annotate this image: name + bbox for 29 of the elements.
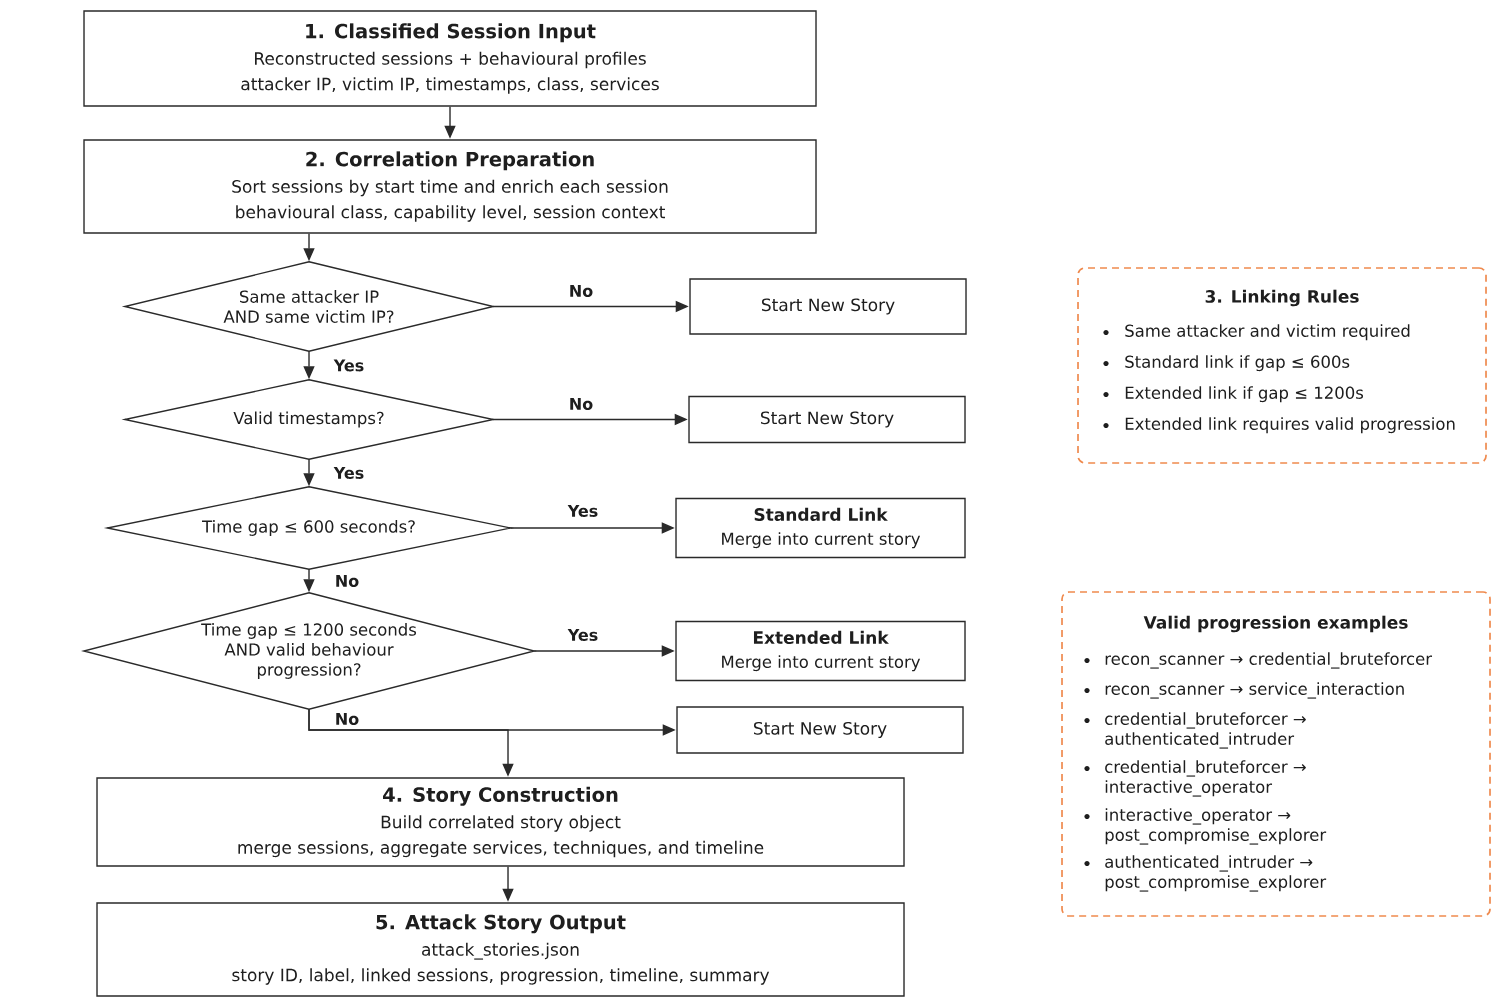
process-box: Start New Story bbox=[676, 706, 964, 754]
edge-label: No bbox=[567, 396, 595, 412]
process-box: Extended Link Merge into current story bbox=[675, 620, 966, 682]
edge-label: Yes bbox=[566, 627, 600, 643]
process-box: 2. Correlation Preparation Sort sessions by start time and enrich each session behavioural class, capability level, session context bbox=[83, 139, 817, 234]
edge-label: Yes bbox=[332, 358, 366, 373]
list-item: Extended link if gap ≤ 1200s bbox=[1125, 386, 1364, 403]
list-item: Extended link requires valid progression bbox=[1125, 417, 1455, 434]
edge-label: Yes bbox=[332, 465, 366, 481]
list-item: Standard link if gap ≤ 600s bbox=[1125, 355, 1350, 372]
panel-heading: 3. Linking Rules bbox=[1205, 289, 1359, 307]
edge-label: No bbox=[567, 283, 595, 299]
edge-label: No bbox=[333, 573, 361, 589]
edge-label: Yes bbox=[566, 503, 600, 519]
process-box: Standard Link Merge into current story bbox=[675, 497, 966, 559]
list-item: Same attacker and victim required bbox=[1125, 324, 1410, 341]
list-item: credential_bruteforcer → authenticated_intruder bbox=[1105, 712, 1306, 749]
process-box: 1. Classified Session Input Reconstructed sessions + behavioural profiles attacker IP, victim IP, timestamps, class, services bbox=[83, 10, 817, 107]
process-box: 4. Story Construction Build correlated story object merge sessions, aggregate services, techniques, and timeline bbox=[96, 777, 905, 867]
list-item: credential_bruteforcer → interactive_operator bbox=[1105, 760, 1306, 797]
edge-label: No bbox=[333, 711, 361, 727]
list-item: recon_scanner → service_interaction bbox=[1105, 682, 1404, 699]
process-box: Start New Story bbox=[689, 278, 967, 335]
process-box: 5. Attack Story Output attack_stories.json story ID, label, linked sessions, progression, timeline, summary bbox=[96, 902, 905, 997]
list-item: interactive_operator → post_compromise_explorer bbox=[1105, 808, 1327, 845]
list-item: authenticated_intruder → post_compromise_explorer bbox=[1105, 855, 1327, 892]
list-item: recon_scanner → credential_bruteforcer bbox=[1105, 652, 1432, 669]
process-box: Start New Story bbox=[688, 395, 966, 444]
panel-heading: Valid progression examples bbox=[1143, 615, 1408, 633]
